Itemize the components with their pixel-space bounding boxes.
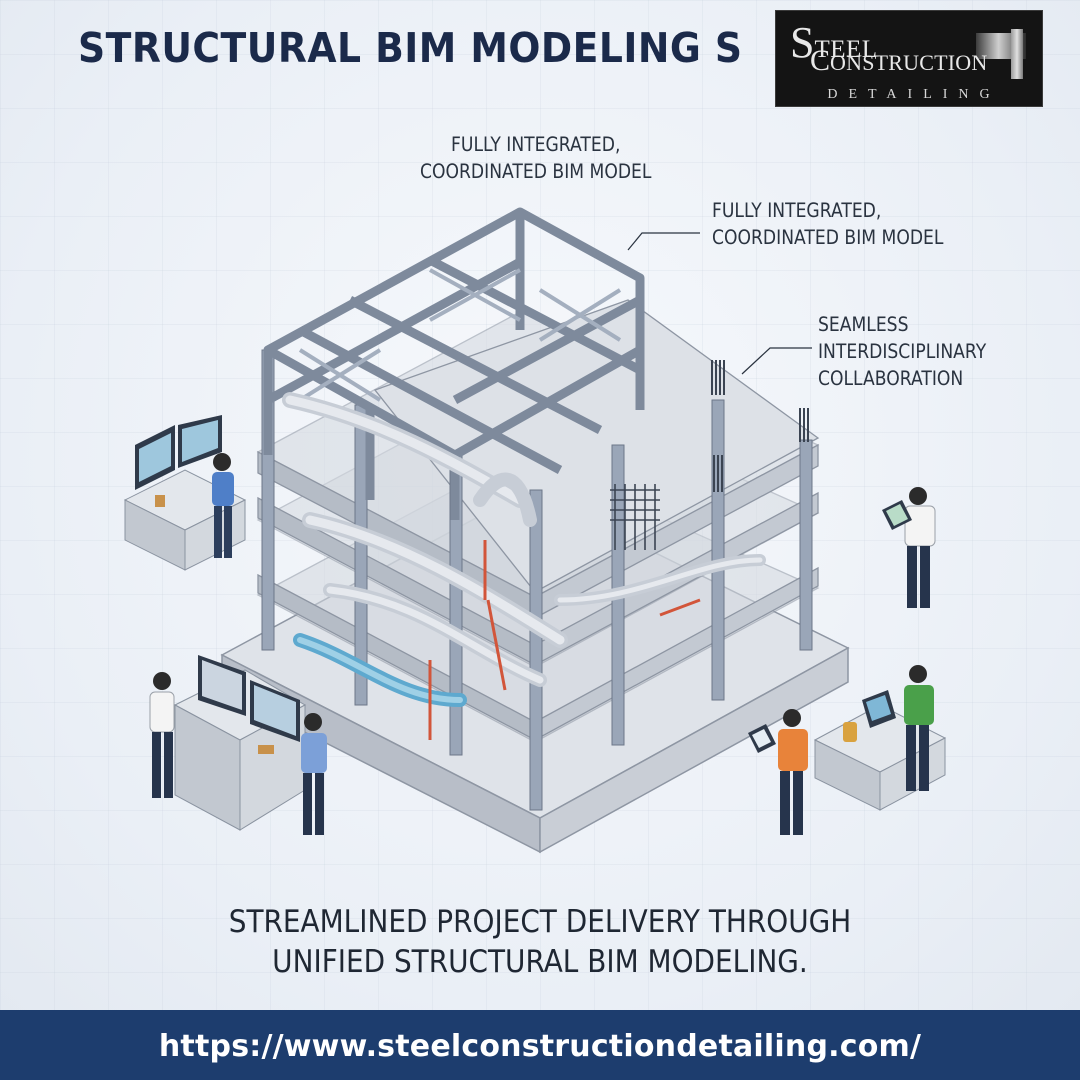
callout-integrated-model: FULLY INTEGRATED, COORDINATED BIM MODEL — [712, 199, 944, 249]
logo-word-steel: STEEL — [790, 18, 878, 67]
company-logo[interactable]: STEEL CONSTRUCTION DETAILING — [775, 10, 1043, 107]
website-link[interactable]: https://www.steelconstructiondetailing.c… — [158, 1029, 922, 1064]
mep-pipes — [282, 392, 766, 707]
person-bottom-left-1 — [149, 672, 175, 798]
footer-bar: https://www.steelconstructiondetailing.c… — [0, 1010, 1080, 1080]
workstation-bottom-left — [173, 655, 307, 831]
building-illustration — [123, 207, 947, 854]
person-bottom-right-green — [904, 665, 934, 791]
logo-steel-column-graphic — [1011, 29, 1023, 79]
tagline: STREAMLINED PROJECT DELIVERY THROUGH UNI… — [228, 904, 852, 980]
callout-integrated-model-top: FULLY INTEGRATED, COORDINATED BIM MODEL — [420, 133, 652, 183]
person-bottom-right-orange — [748, 709, 808, 835]
page-title: STRUCTURAL BIM MODELING S — [78, 24, 743, 72]
person-right-tablet — [882, 487, 936, 608]
frame-bracing — [298, 268, 622, 402]
callout-leader-lines — [627, 232, 812, 375]
person-bottom-left-2 — [301, 713, 327, 835]
person-top-left — [212, 453, 234, 558]
rebar-starters — [711, 360, 809, 492]
red-conduits — [428, 540, 701, 740]
logo-word-construction: CONSTRUCTION — [810, 44, 988, 77]
logo-word-detailing: DETAILING — [827, 87, 1001, 102]
rebar-mesh — [610, 484, 660, 550]
callout-collaboration: SEAMLESS INTERDISCIPLINARY COLLABORATION — [818, 313, 987, 390]
